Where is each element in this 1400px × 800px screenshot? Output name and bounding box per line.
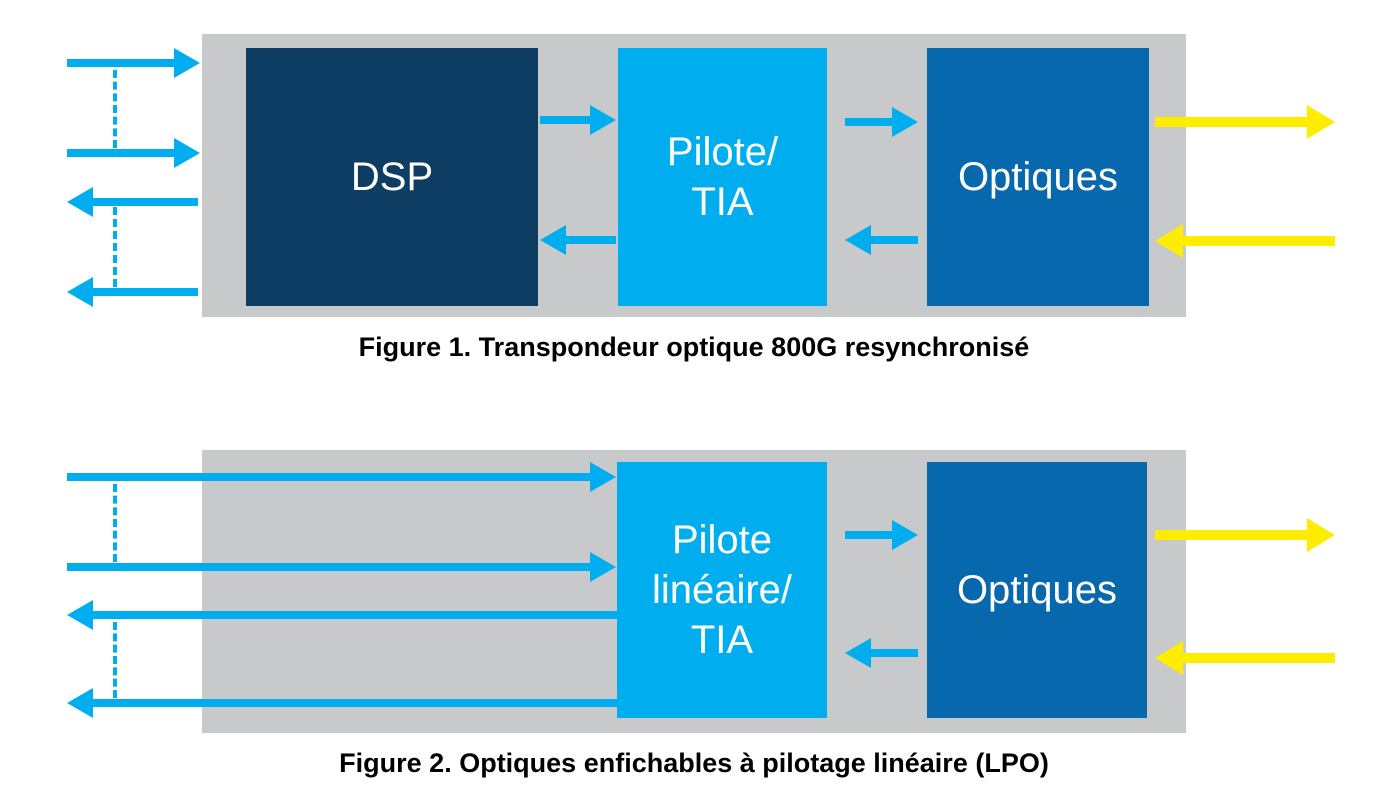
figure1-caption: Figure 1. Transpondeur optique 800G resy… xyxy=(358,332,1030,362)
figure1-dsp-block: DSP xyxy=(246,48,538,306)
figure1-electrical-output-arrow-2 xyxy=(67,277,198,307)
figure2-linear-driver-tia-label-line3: TIA xyxy=(690,618,754,662)
figure1-optical-input-arrow xyxy=(1155,224,1335,258)
figure2-electrical-output-arrow-2 xyxy=(67,688,617,718)
figure1-electrical-input-arrow-2 xyxy=(67,138,200,168)
figure1-electrical-output-arrow-1 xyxy=(67,187,198,217)
figure2-electrical-input-arrow-2 xyxy=(67,552,616,582)
figure1-dsp-to-driver-arrow xyxy=(540,105,616,135)
figure1-output-lanes-dashed-line xyxy=(113,207,117,287)
figure2-linear-driver-tia-label-line1: Pilote xyxy=(671,518,773,562)
figure1-driver-to-optics-arrow xyxy=(845,107,918,137)
figure2-optical-input-arrow xyxy=(1155,641,1335,675)
figure1-optics-to-driver-arrow xyxy=(845,225,918,255)
figure2-optics-block: Optiques xyxy=(927,462,1147,718)
figure1-optics-block: Optiques xyxy=(927,48,1149,306)
figure1-electrical-input-arrow-1 xyxy=(67,48,200,78)
figure2-caption: Figure 2. Optiques enfichables à pilotag… xyxy=(339,748,1049,778)
figure2-driver-to-optics-arrow xyxy=(845,520,918,550)
figure1-driver-tia-label-line2: TIA xyxy=(691,180,754,224)
figure1-optical-output-arrow xyxy=(1155,105,1335,139)
figure2-linear-driver-tia-block: Pilote linéaire/ TIA xyxy=(617,462,827,718)
figure1-driver-tia-label-line1: Pilote/ xyxy=(666,130,779,174)
figure2-electrical-output-arrow-1 xyxy=(67,600,617,630)
figure2-optics-to-driver-arrow xyxy=(845,638,918,668)
figure2-optical-output-arrow xyxy=(1155,518,1335,552)
figure2-output-lanes-dashed-line xyxy=(113,622,117,698)
figure1-dsp-label: DSP xyxy=(350,155,434,199)
figure1-driver-tia-block: Pilote/ TIA xyxy=(618,48,827,306)
figure1-input-lanes-dashed-line xyxy=(113,70,117,148)
figure2-linear-driver-tia-label-line2: linéaire/ xyxy=(651,568,793,612)
figure2-input-lanes-dashed-line xyxy=(113,484,117,562)
figure2-optics-label: Optiques xyxy=(956,568,1118,612)
figure2-electrical-input-arrow-1 xyxy=(67,462,616,492)
figure1-optics-label: Optiques xyxy=(957,155,1119,199)
figure1-driver-to-dsp-arrow xyxy=(540,225,616,255)
